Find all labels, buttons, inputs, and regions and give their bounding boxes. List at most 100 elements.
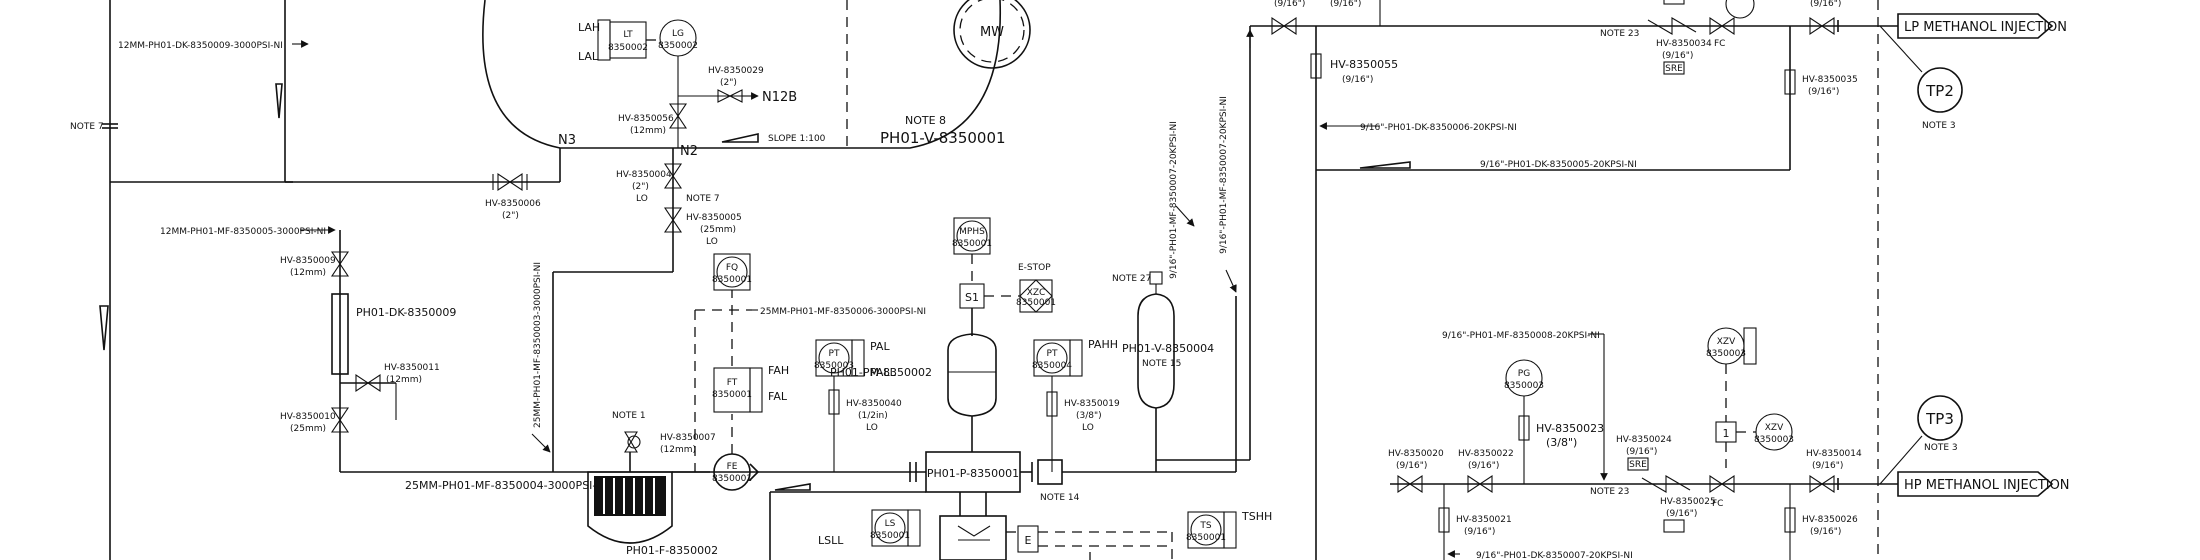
note-23-lp: NOTE 23 — [1600, 29, 1639, 39]
hv22-tag: HV-8350022 — [1458, 449, 1514, 459]
xzc-tag: XZC — [1027, 288, 1046, 298]
lg-tag: LG — [672, 29, 684, 39]
ts-tag: TS — [1199, 521, 1211, 531]
pt1-number: 8350003 — [814, 361, 854, 371]
hv14-tag: HV-8350014 — [1806, 449, 1862, 459]
tp2-circle — [1917, 67, 1963, 113]
mphs-number: 8350001 — [952, 239, 992, 249]
hv55-size: (9/16") — [1342, 75, 1373, 85]
hv-8350004-valve — [663, 163, 683, 189]
hv35-tag: HV-8350035 — [1802, 75, 1858, 85]
line-12mm-dk-8350009: 12MM-PH01-DK-8350009-3000PSI-NI — [118, 41, 283, 51]
hp-methanol-injection-tag — [1897, 471, 2054, 497]
lt-number: 8350002 — [608, 43, 648, 53]
fc-valve-lp — [1709, 16, 1735, 36]
hv-8350055-valve — [1310, 53, 1322, 79]
sre-lp: SRE — [1665, 64, 1683, 74]
size-a: (9/16") — [1274, 0, 1305, 9]
ft-number: 8350001 — [712, 390, 752, 400]
vessel-ph01-v-8350001: MW NOTE 8 PH01-V-8350001 N3 N2 SLOPE 1:1… — [482, 0, 1031, 159]
hv40-lo: LO — [866, 423, 878, 433]
valve-lp-2 — [1809, 16, 1835, 36]
hv-8350019-valve — [1046, 391, 1058, 417]
hv7-tag: HV-8350007 — [660, 433, 716, 443]
hp-section: 9/16"-PH01-MF-8350008-20KPSI-NI PG 83500… — [1315, 170, 2070, 560]
sre-box-hp-2 — [1663, 519, 1685, 533]
xzv2-number: 8350003 — [1754, 435, 1794, 445]
slope-marker-1 — [275, 83, 283, 119]
hv40-tag: HV-8350040 — [846, 399, 902, 409]
hp-methanol-injection-label: HP METHANOL INJECTION — [1904, 478, 2070, 493]
hv-8350011-valve — [355, 373, 381, 393]
ls-tag: LS — [885, 519, 896, 529]
line-dk-8350006: 9/16"-PH01-DK-8350006-20KPSI-NI — [1360, 123, 1517, 133]
xzv-8350003-side — [1755, 413, 1793, 451]
hv-8350005-valve — [663, 207, 683, 233]
hv-8350021-valve — [1438, 507, 1450, 533]
hv20-size: (9/16") — [1396, 461, 1427, 471]
vessel-note: NOTE 8 — [905, 114, 946, 127]
left-piping: 12MM-PH01-DK-8350009-3000PSI-NI NOTE 7 H… — [70, 0, 742, 560]
hv19-lo: LO — [1082, 423, 1094, 433]
hv-8350020-valve — [1397, 474, 1423, 494]
pt2-tag: PT — [1047, 349, 1058, 359]
pal-label: PAL — [870, 340, 890, 353]
v4-label: PH01-V-8350004 — [1122, 342, 1214, 355]
hv24-tag: HV-8350024 — [1616, 435, 1672, 445]
hv56-tag: HV-8350056 — [618, 114, 674, 124]
hv4-tag: HV-8350004 — [616, 170, 672, 180]
lt-tag: LT — [623, 30, 633, 40]
hv-8350009-valve — [330, 251, 350, 277]
pahh-label: PAHH — [1088, 338, 1118, 351]
hv-8350007-valve — [624, 431, 638, 453]
hv10-tag: HV-8350010 — [280, 412, 336, 422]
fc-label-lp: FC — [1714, 39, 1725, 49]
hv-8350040-valve — [828, 389, 840, 415]
hv6-size: (2") — [502, 211, 519, 221]
slope-marker-2 — [99, 305, 109, 351]
hv10-size: (25mm) — [290, 424, 326, 434]
hv26-size: (9/16") — [1810, 527, 1841, 537]
hv55-tag: HV-8350055 — [1330, 58, 1398, 71]
fe-tag: FE — [727, 462, 738, 472]
note-14: NOTE 14 — [1040, 493, 1080, 503]
motor-heater-box — [939, 515, 1007, 560]
tp2-label: TP2 — [1925, 82, 1954, 100]
tshh-label: TSHH — [1241, 510, 1272, 523]
fc-valve-hp — [1709, 474, 1735, 494]
vessel-outline — [482, 0, 1002, 149]
hv-8350035-valve — [1784, 69, 1796, 95]
slope-symbol-3 — [1359, 161, 1411, 169]
hv35-size: (9/16") — [1808, 87, 1839, 97]
hv23-size: (3/8") — [1546, 436, 1577, 449]
check-valve-hp — [1641, 475, 1691, 493]
slope-text: SLOPE 1:100 — [768, 134, 826, 144]
pulsation-damper — [1037, 459, 1063, 485]
mist-eliminator-inner — [959, 0, 1025, 63]
line-mf-8350008: 9/16"-PH01-MF-8350008-20KPSI-NI — [1442, 331, 1600, 341]
hv4-lo: LO — [636, 194, 648, 204]
note-3-tp2: NOTE 3 — [1922, 121, 1956, 131]
pg-number: 8350003 — [1504, 381, 1544, 391]
mist-eliminator-symbol — [953, 0, 1031, 69]
check-valve-lp — [1647, 17, 1697, 35]
sre-box-lp — [1663, 61, 1685, 75]
ts-number: 8350001 — [1186, 533, 1226, 543]
fe-number: 8350001 — [712, 474, 752, 484]
hv19-tag: HV-8350019 — [1064, 399, 1120, 409]
box-1-label: 1 — [1723, 427, 1730, 440]
line-12mm-mf-8350005: 12MM-PH01-MF-8350005-3000PSI-NI — [160, 227, 326, 237]
pall-label: PALL — [870, 366, 897, 379]
note-3-tp3: NOTE 3 — [1924, 443, 1958, 453]
note-1: NOTE 1 — [612, 411, 646, 421]
note-7-left: NOTE 7 — [70, 122, 104, 132]
line-25mm-mf-8350006-label: 25MM-PH01-MF-8350006-3000PSI-NI — [760, 307, 926, 317]
hv14-size: (9/16") — [1812, 461, 1843, 471]
hv5-lo: LO — [706, 237, 718, 247]
hv22-size: (9/16") — [1468, 461, 1499, 471]
pm-8350002-vessel — [947, 333, 997, 417]
line-25mm-mf-8350004-label: 25MM-PH01-MF-8350004-3000PSI-NI — [405, 479, 608, 492]
hv21-size: (9/16") — [1464, 527, 1495, 537]
dk-8350009-label: PH01-DK-8350009 — [356, 306, 456, 319]
